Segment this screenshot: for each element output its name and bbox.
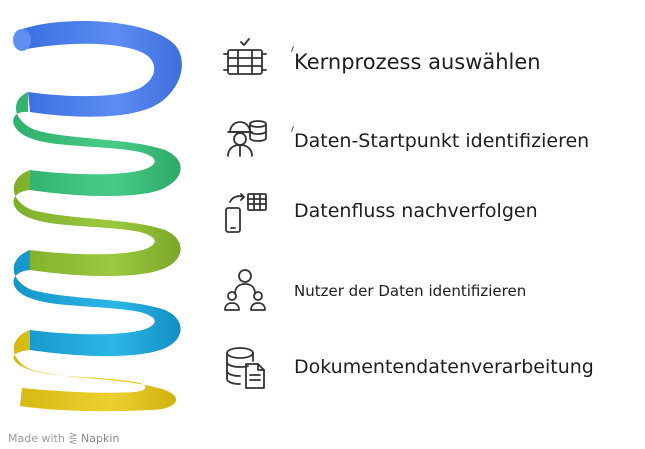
database-document-icon: [226, 347, 265, 389]
spiral-graphic: [13, 21, 182, 412]
server-rack-icon: [223, 38, 267, 75]
napkin-logo-icon: ⋛: [68, 432, 78, 445]
spiral-segment-4: [13, 250, 181, 357]
napkin-watermark: Made with ⋛ Napkin: [8, 432, 119, 445]
worker-database-icon: [227, 120, 267, 157]
spiral-segment-1: [20, 21, 182, 117]
footer-brand: Napkin: [81, 432, 120, 445]
step-5-label: Dokumentendatenverarbeitung: [294, 356, 594, 378]
step-2-label: Daten-Startpunkt identifizieren: [294, 130, 590, 152]
users-group-icon: [224, 269, 266, 311]
spiral-segment-5: [13, 330, 177, 412]
spiral-segment-3: [13, 170, 181, 277]
step-3-label: Datenfluss nachverfolgen: [294, 200, 538, 222]
footer-prefix: Made with: [8, 432, 65, 445]
step-4-label: Nutzer der Daten identifizieren: [294, 282, 527, 300]
spiral-end-cap: [13, 29, 31, 51]
phone-table-flow-icon: [225, 193, 267, 233]
step-1-label: Kernprozess auswählen: [294, 50, 541, 74]
spiral-segment-2: [13, 92, 181, 197]
